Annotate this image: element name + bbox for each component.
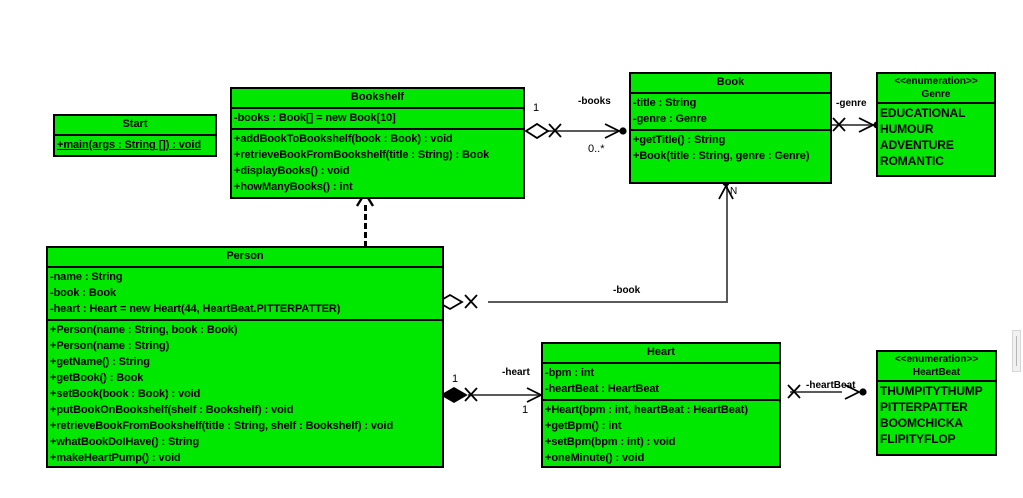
- operation-item: +retrieveBookFromBookshelf(title : Strin…: [50, 420, 394, 432]
- enum-literal-item: HUMOUR: [880, 122, 934, 136]
- connector-book-genre-line[interactable]: [832, 124, 874, 126]
- class-title-start: Start: [55, 116, 215, 136]
- class-title-genre: <<enumeration>> Genre: [878, 74, 994, 104]
- class-attributes-person: -name : String -book : Book -heart : Hea…: [48, 268, 442, 321]
- attribute-item: -books : Book[] = new Book[10]: [234, 112, 396, 124]
- connector-label-genre: -genre: [836, 98, 867, 109]
- connector-label-heartbeat: -heartBeat: [806, 380, 856, 391]
- multiplicity-bookshelf-books-target: 0..*: [588, 143, 605, 155]
- class-operations-bookshelf: +addBookToBookshelf(book : Book) : void …: [232, 130, 523, 197]
- attribute-item: -heart : Heart = new Heart(44, HeartBeat…: [50, 303, 341, 315]
- class-title-book: Book: [631, 74, 830, 94]
- class-title-heartbeat: <<enumeration>> HeartBeat: [878, 352, 995, 382]
- connector-person-heart-line[interactable]: [468, 394, 544, 396]
- attribute-item: -book : Book: [50, 287, 117, 299]
- multiplicity-bookshelf-books-source: 1: [533, 102, 540, 114]
- vertical-scrollbar[interactable]: [1009, 0, 1023, 498]
- aggregation-diamond-icon: [436, 292, 471, 312]
- connector-cross-marker-icon: [786, 383, 802, 400]
- enum-literal-item: ROMANTIC: [880, 154, 944, 168]
- stereotype-label-enumeration: <<enumeration>>: [894, 76, 978, 87]
- operation-item: +howManyBooks() : int: [234, 181, 353, 193]
- operation-item: +getBpm() : int: [545, 420, 622, 432]
- class-operations-heart: +Heart(bpm : int, heartBeat : HeartBeat)…: [543, 401, 779, 468]
- operation-item: +Person(name : String, book : Book): [50, 324, 238, 336]
- operation-item: +Heart(bpm : int, heartBeat : HeartBeat): [545, 404, 748, 416]
- enum-literal-item: THUMPITYTHUMP: [880, 384, 983, 398]
- multiplicity-person-heart-target: 1: [522, 404, 529, 416]
- class-attributes-book: -title : String -genre : Genre: [631, 94, 830, 131]
- enum-name-heartbeat: HeartBeat: [912, 367, 961, 378]
- operation-item: +retrieveBookFromBookshelf(title : Strin…: [234, 149, 490, 161]
- stereotype-label-enumeration: <<enumeration>>: [894, 354, 979, 365]
- operation-item: +oneMinute() : void: [545, 452, 645, 464]
- operation-item: +setBook(book : Book) : void: [50, 388, 201, 400]
- operation-item: +Person(name : String): [50, 340, 170, 352]
- class-title-person: Person: [48, 248, 442, 268]
- class-operations-book: +getTitle() : String +Book(title : Strin…: [631, 131, 830, 166]
- connector-cross-marker-icon: [463, 386, 479, 403]
- class-operations-person: +Person(name : String, book : Book) +Per…: [48, 321, 442, 468]
- connector-person-bookshelf-dependency[interactable]: [364, 205, 367, 247]
- enum-name-genre: Genre: [921, 89, 951, 100]
- enum-literals-genre: EDUCATIONAL HUMOUR ADVENTURE ROMANTIC: [878, 104, 994, 171]
- aggregation-diamond-icon: [524, 121, 555, 141]
- connector-label-heart: -heart: [502, 367, 530, 378]
- connector-cross-marker-icon: [831, 116, 847, 133]
- operation-item: +whatBookDoIHave() : String: [50, 436, 200, 448]
- connector-label-books: -books: [578, 96, 611, 107]
- operation-item: +getBook() : Book: [50, 372, 144, 384]
- enum-literal-item: PITTERPATTER: [880, 400, 968, 414]
- enum-literal-item: BOOMCHICKA: [880, 416, 963, 430]
- operation-item: +putBookOnBookshelf(shelf : Bookshelf) :…: [50, 404, 294, 416]
- connector-person-book-vertical[interactable]: [726, 185, 728, 303]
- operation-item: +main(args : String []) : void: [57, 139, 201, 151]
- class-box-start[interactable]: Start +main(args : String []) : void: [53, 114, 217, 157]
- class-attributes-heart: -bpm : int -heartBeat : HeartBeat: [543, 364, 779, 401]
- scrollbar-thumb[interactable]: [1012, 330, 1021, 372]
- composition-diamond-icon: [440, 385, 475, 405]
- class-title-bookshelf: Bookshelf: [232, 89, 523, 109]
- enum-literal-item: EDUCATIONAL: [880, 106, 966, 120]
- class-box-person[interactable]: Person -name : String -book : Book -hear…: [46, 246, 444, 468]
- attribute-item: -title : String: [633, 97, 697, 109]
- operation-item: +Book(title : String, genre : Genre): [633, 150, 810, 162]
- connector-bookshelf-book-line[interactable]: [528, 130, 620, 132]
- enum-literals-heartbeat: THUMPITYTHUMP PITTERPATTER BOOMCHICKA FL…: [878, 382, 995, 449]
- attribute-item: -heartBeat : HeartBeat: [545, 383, 659, 395]
- association-arrowhead-icon: [600, 121, 630, 141]
- connector-cross-marker-icon: [463, 293, 479, 310]
- class-box-bookshelf[interactable]: Bookshelf -books : Book[] = new Book[10]…: [230, 87, 525, 199]
- association-arrowhead-icon: [840, 382, 870, 402]
- enum-literal-item: FLIPITYFLOP: [880, 432, 956, 446]
- class-box-book[interactable]: Book -title : String -genre : Genre +get…: [629, 72, 832, 184]
- operation-item: +getTitle() : String: [633, 134, 726, 146]
- connector-cross-marker-icon: [547, 122, 563, 139]
- class-box-heartbeat[interactable]: <<enumeration>> HeartBeat THUMPITYTHUMP …: [876, 350, 997, 456]
- class-box-genre[interactable]: <<enumeration>> Genre EDUCATIONAL HUMOUR…: [876, 72, 996, 177]
- operation-item: +addBookToBookshelf(book : Book) : void: [234, 133, 453, 145]
- operation-item: +makeHeartPump() : void: [50, 452, 181, 464]
- attribute-item: -name : String: [50, 271, 123, 283]
- multiplicity-person-book-target: N: [730, 186, 738, 197]
- multiplicity-person-heart-source: 1: [452, 373, 459, 385]
- class-attributes-bookshelf: -books : Book[] = new Book[10]: [232, 109, 523, 130]
- attribute-item: -bpm : int: [545, 367, 595, 379]
- class-box-heart[interactable]: Heart -bpm : int -heartBeat : HeartBeat …: [541, 342, 781, 468]
- operation-item: +getName() : String: [50, 356, 150, 368]
- connector-heart-heartbeat-line[interactable]: [790, 391, 842, 393]
- connector-person-book-horizontal[interactable]: [488, 301, 728, 303]
- enum-literal-item: ADVENTURE: [880, 138, 954, 152]
- operation-item: +setBpm(bpm : int) : void: [545, 436, 676, 448]
- connector-label-book: -book: [613, 285, 641, 296]
- operation-item: +displayBooks() : void: [234, 165, 350, 177]
- class-title-heart: Heart: [543, 344, 779, 364]
- attribute-item: -genre : Genre: [633, 113, 707, 125]
- class-operations-start: +main(args : String []) : void: [55, 136, 215, 155]
